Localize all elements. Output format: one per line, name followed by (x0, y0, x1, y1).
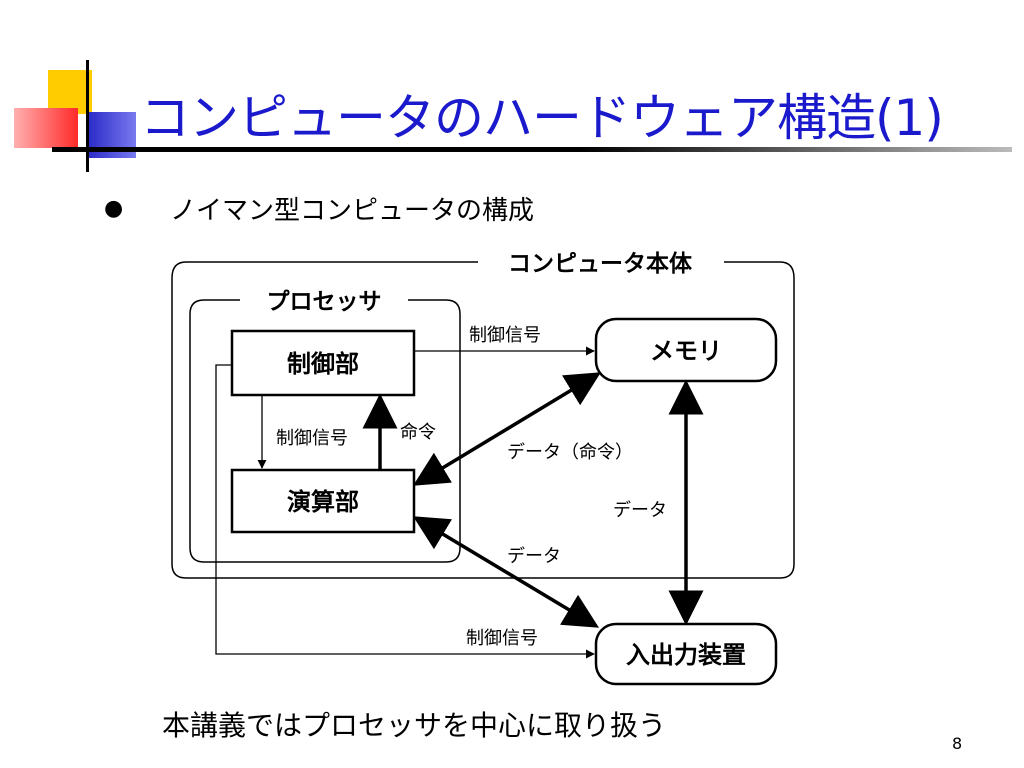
label-memory-alu: データ（命令） (507, 442, 633, 463)
arrow-control-to-io (215, 364, 595, 659)
control-unit-label: 制御部 (287, 350, 359, 378)
alu-box (230, 468, 416, 534)
processor-frame (189, 299, 461, 563)
deco-yellow-square (48, 70, 92, 114)
deco-red-square (14, 108, 78, 148)
control-unit-box (230, 329, 416, 397)
processor-label: プロセッサ (267, 289, 382, 315)
page-number: 8 (952, 734, 963, 753)
computer-body-label: コンピュータ本体 (508, 251, 693, 277)
arrow-alu-io (412, 516, 600, 628)
arrow-memory-alu (413, 372, 601, 486)
alu-label: 演算部 (287, 488, 359, 516)
label-alu-to-control: 命令 (400, 422, 436, 443)
slide-title: コンピュータのハードウェア構造(1) (140, 89, 944, 147)
io-label: 入出力装置 (626, 641, 746, 669)
bullet-text: ノイマン型コンピュータの構成 (170, 196, 535, 226)
deco-vertical-line (86, 60, 89, 172)
label-memory-io: データ (613, 500, 667, 521)
label-alu-io: データ (507, 546, 561, 567)
bullet-dot: ● (104, 196, 124, 221)
footer-note: 本講義ではプロセッサを中心に取り扱う (162, 709, 667, 742)
label-control-to-io: 制御信号 (466, 628, 538, 649)
memory-label: メモリ (650, 337, 722, 365)
label-control-to-memory: 制御信号 (469, 325, 541, 346)
title-underline (52, 147, 1012, 152)
label-control-to-alu: 制御信号 (276, 428, 348, 449)
